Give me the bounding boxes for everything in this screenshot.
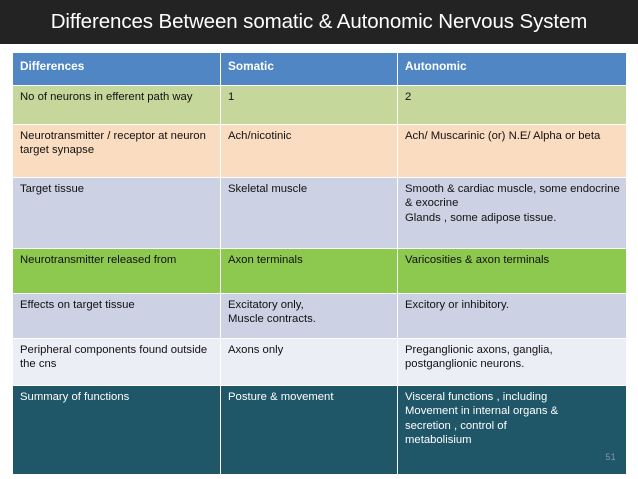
column-header-somatic: Somatic: [221, 53, 397, 85]
cell-somatic-line2: Muscle contracts.: [228, 313, 316, 326]
page-number: 51: [605, 452, 616, 462]
cell-autonomic-line1: Visceral functions , including: [405, 391, 548, 403]
cell-differences: Neurotransmitter / receptor at neuron ta…: [13, 125, 220, 177]
cell-differences: Effects on target tissue: [13, 294, 220, 338]
cell-differences: Target tissue: [13, 178, 220, 248]
cell-autonomic: Visceral functions , including Movement …: [398, 386, 626, 474]
comparison-table-container: Differences Somatic Autonomic No of neur…: [12, 52, 627, 475]
cell-autonomic: Smooth & cardiac muscle, some endocrine …: [398, 178, 626, 248]
cell-differences: No of neurons in efferent path way: [13, 86, 220, 124]
column-header-differences: Differences: [13, 53, 220, 85]
title-bar: Differences Between somatic & Autonomic …: [0, 0, 638, 44]
table-header-row: Differences Somatic Autonomic: [13, 53, 626, 85]
table-row: Summary of functions Posture & movement …: [13, 386, 626, 474]
cell-autonomic-line3: secretion , control of: [405, 419, 507, 432]
cell-somatic: Excitatory only, Muscle contracts.: [221, 294, 397, 338]
table-row: Neurotransmitter / receptor at neuron ta…: [13, 125, 626, 177]
table-row: Effects on target tissue Excitatory only…: [13, 294, 626, 338]
cell-autonomic: Excitory or inhibitory.: [398, 294, 626, 338]
table-row: Neurotransmitter released from Axon term…: [13, 249, 626, 293]
cell-autonomic-line2: Movement in internal organs &: [405, 405, 559, 418]
table-row: Target tissue Skeletal muscle Smooth & c…: [13, 178, 626, 248]
cell-autonomic-line4: metabolisium: [405, 433, 472, 446]
cell-somatic: Axons only: [221, 339, 397, 385]
cell-autonomic: Ach/ Muscarinic (or) N.E/ Alpha or beta: [398, 125, 626, 177]
cell-somatic: 1: [221, 86, 397, 124]
comparison-table: Differences Somatic Autonomic No of neur…: [12, 52, 627, 475]
cell-autonomic-line2: Glands , some adipose tissue.: [405, 211, 557, 224]
column-header-autonomic: Autonomic: [398, 53, 626, 85]
cell-somatic: Posture & movement: [221, 386, 397, 474]
cell-autonomic: Preganglionic axons, ganglia, postgangli…: [398, 339, 626, 385]
table-row: Peripheral components found outside the …: [13, 339, 626, 385]
cell-somatic: Skeletal muscle: [221, 178, 397, 248]
cell-somatic-line1: Excitatory only,: [228, 299, 304, 311]
cell-autonomic: Varicosities & axon terminals: [398, 249, 626, 293]
cell-somatic: Axon terminals: [221, 249, 397, 293]
cell-somatic: Ach/nicotinic: [221, 125, 397, 177]
cell-differences: Neurotransmitter released from: [13, 249, 220, 293]
cell-autonomic: 2: [398, 86, 626, 124]
table-row: No of neurons in efferent path way 1 2: [13, 86, 626, 124]
cell-differences: Peripheral components found outside the …: [13, 339, 220, 385]
cell-autonomic-line1: Smooth & cardiac muscle, some endocrine …: [405, 183, 620, 210]
slide-title: Differences Between somatic & Autonomic …: [50, 10, 588, 33]
cell-differences: Summary of functions: [13, 386, 220, 474]
